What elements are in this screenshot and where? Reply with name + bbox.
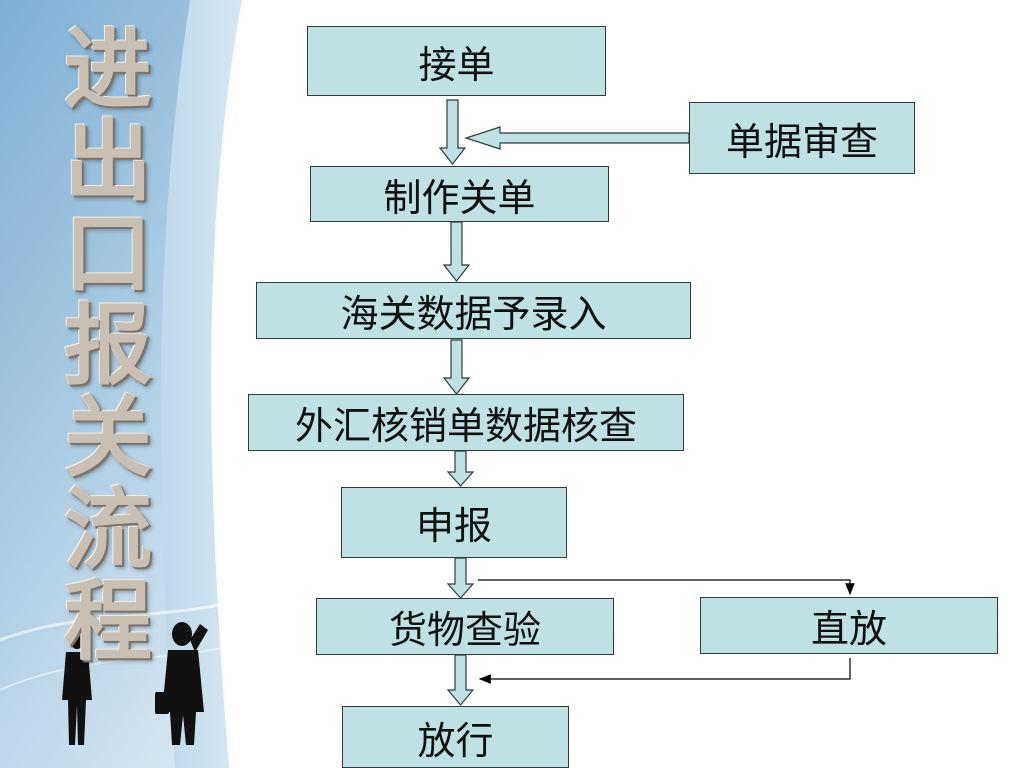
node-label: 外汇核销单数据核查: [294, 404, 637, 448]
arrow-down-6: [446, 654, 475, 706]
line-from-direct-release: [478, 658, 851, 684]
arrow-down-5: [446, 557, 475, 599]
title-char: 出: [63, 110, 152, 213]
node-prepare-declaration: 制作关单: [310, 166, 609, 222]
node-customs-data-entry: 海关数据予录入: [256, 282, 691, 339]
arrow-down-2: [442, 221, 471, 282]
node-release: 放行: [342, 706, 569, 768]
line-to-direct-release: [478, 579, 855, 596]
businessman-silhouette-left-icon: [62, 631, 92, 745]
arrow-down-3: [442, 339, 471, 395]
title-char: 报: [63, 294, 152, 397]
title-char: 程: [63, 570, 152, 673]
node-label: 申报: [415, 504, 492, 548]
node-label: 货物查验: [388, 608, 541, 652]
title-char: 口: [63, 202, 152, 305]
title-char: 进: [63, 18, 152, 121]
node-declare: 申报: [341, 487, 567, 558]
arrow-down-4: [446, 450, 475, 487]
left-decorative-panel: 进 出 口 报 关 流 程: [0, 0, 260, 768]
vertical-title: 进 出 口 报 关 流 程: [58, 24, 158, 668]
node-direct-release: 直放: [700, 597, 998, 654]
node-label: 单据审查: [725, 119, 878, 164]
node-fx-verification-check: 外汇核销单数据核查: [248, 394, 684, 451]
arrow-left-review: [464, 126, 690, 150]
node-label: 海关数据予录入: [340, 292, 607, 336]
arrow-down-1: [438, 99, 467, 165]
title-char: 流: [63, 478, 152, 581]
title-char: 关: [63, 386, 152, 489]
node-label: 放行: [417, 718, 494, 763]
node-label: 直放: [810, 607, 887, 651]
node-receive-order: 接单: [307, 26, 606, 96]
blue-curve-background: [0, 0, 251, 768]
node-document-review: 单据审查: [689, 102, 915, 174]
businessman-silhouette-right-icon: [155, 622, 208, 745]
node-label: 制作关单: [383, 175, 536, 220]
node-cargo-inspection: 货物查验: [316, 598, 614, 655]
node-label: 接单: [418, 42, 495, 87]
